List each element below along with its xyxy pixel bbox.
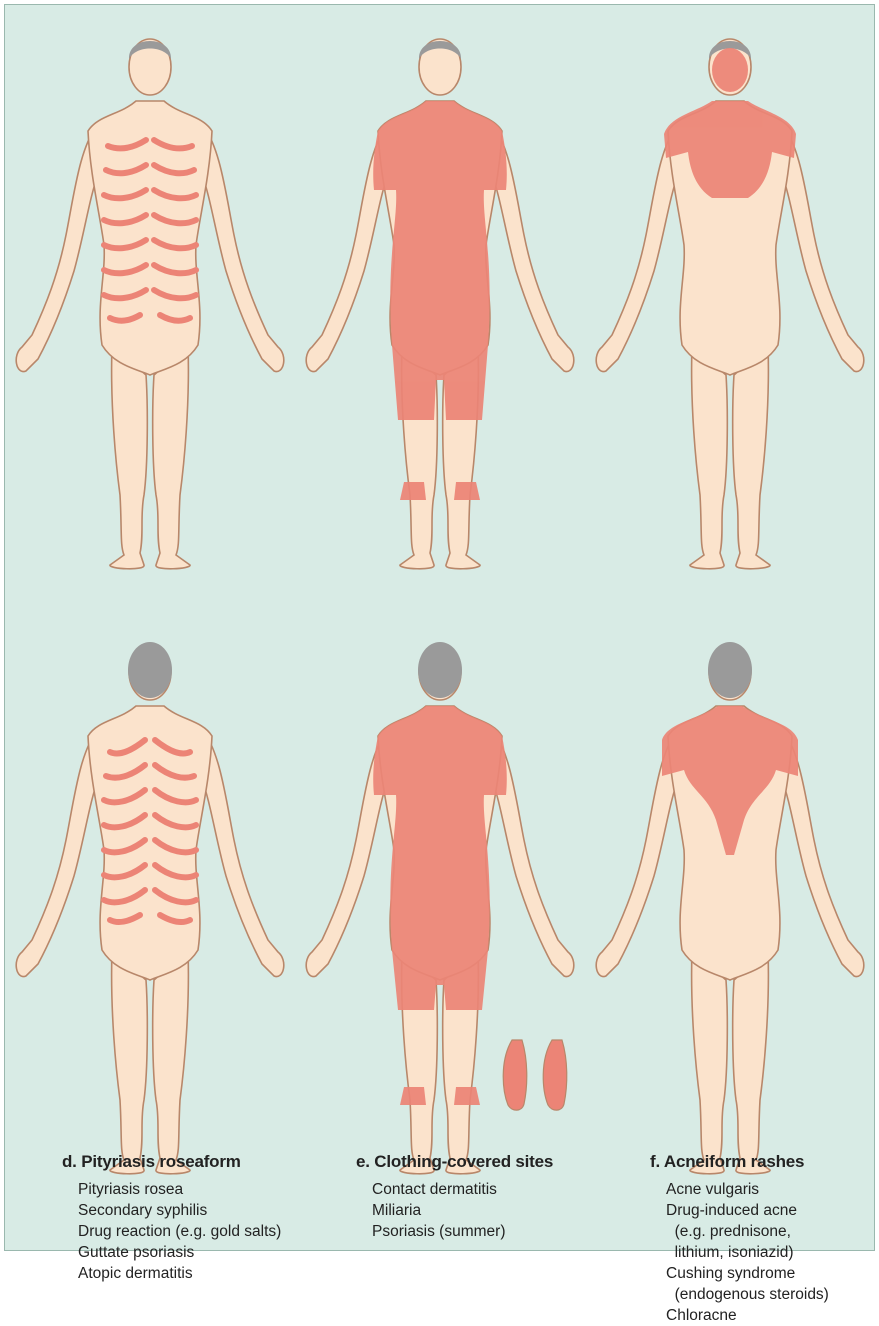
- list-item: Miliaria: [372, 1200, 636, 1221]
- list-item: Cushing syndrome: [666, 1263, 870, 1284]
- caption-d: d. Pityriasis roseaform Pityriasis rosea…: [62, 1152, 342, 1284]
- hair: [128, 642, 172, 698]
- list-item: Psoriasis (summer): [372, 1221, 636, 1242]
- list-item: Contact dermatitis: [372, 1179, 636, 1200]
- caption-title: f. Acneiform rashes: [650, 1152, 870, 1172]
- list-item: Chloracne: [666, 1305, 870, 1326]
- foot-soles-e: [503, 1040, 567, 1110]
- list-item: Secondary syphilis: [78, 1200, 342, 1221]
- list-item: (endogenous steroids): [666, 1284, 870, 1305]
- caption-title: e. Clothing-covered sites: [356, 1152, 636, 1172]
- list-item: Atopic dermatitis: [78, 1263, 342, 1284]
- front-figure-d: [16, 39, 284, 569]
- hair: [708, 642, 752, 698]
- caption-f: f. Acneiform rashes Acne vulgaris Drug-i…: [650, 1152, 870, 1326]
- back-figure-d: [16, 642, 284, 1174]
- caption-title: d. Pityriasis roseaform: [62, 1152, 342, 1172]
- rash-clothing-front-e: [373, 101, 507, 500]
- list-item: Guttate psoriasis: [78, 1242, 342, 1263]
- list-item: Drug-induced acne: [666, 1200, 870, 1221]
- list-item: (e.g. prednisone,: [666, 1221, 870, 1242]
- list-item: Acne vulgaris: [666, 1179, 870, 1200]
- rash-clothing-back-e: [373, 706, 507, 1105]
- body-diagrams: [0, 0, 879, 1255]
- list-item: Drug reaction (e.g. gold salts): [78, 1221, 342, 1242]
- caption-e: e. Clothing-covered sites Contact dermat…: [356, 1152, 636, 1242]
- hair: [418, 642, 462, 698]
- list-item: Pityriasis rosea: [78, 1179, 342, 1200]
- list-item: lithium, isoniazid): [666, 1242, 870, 1263]
